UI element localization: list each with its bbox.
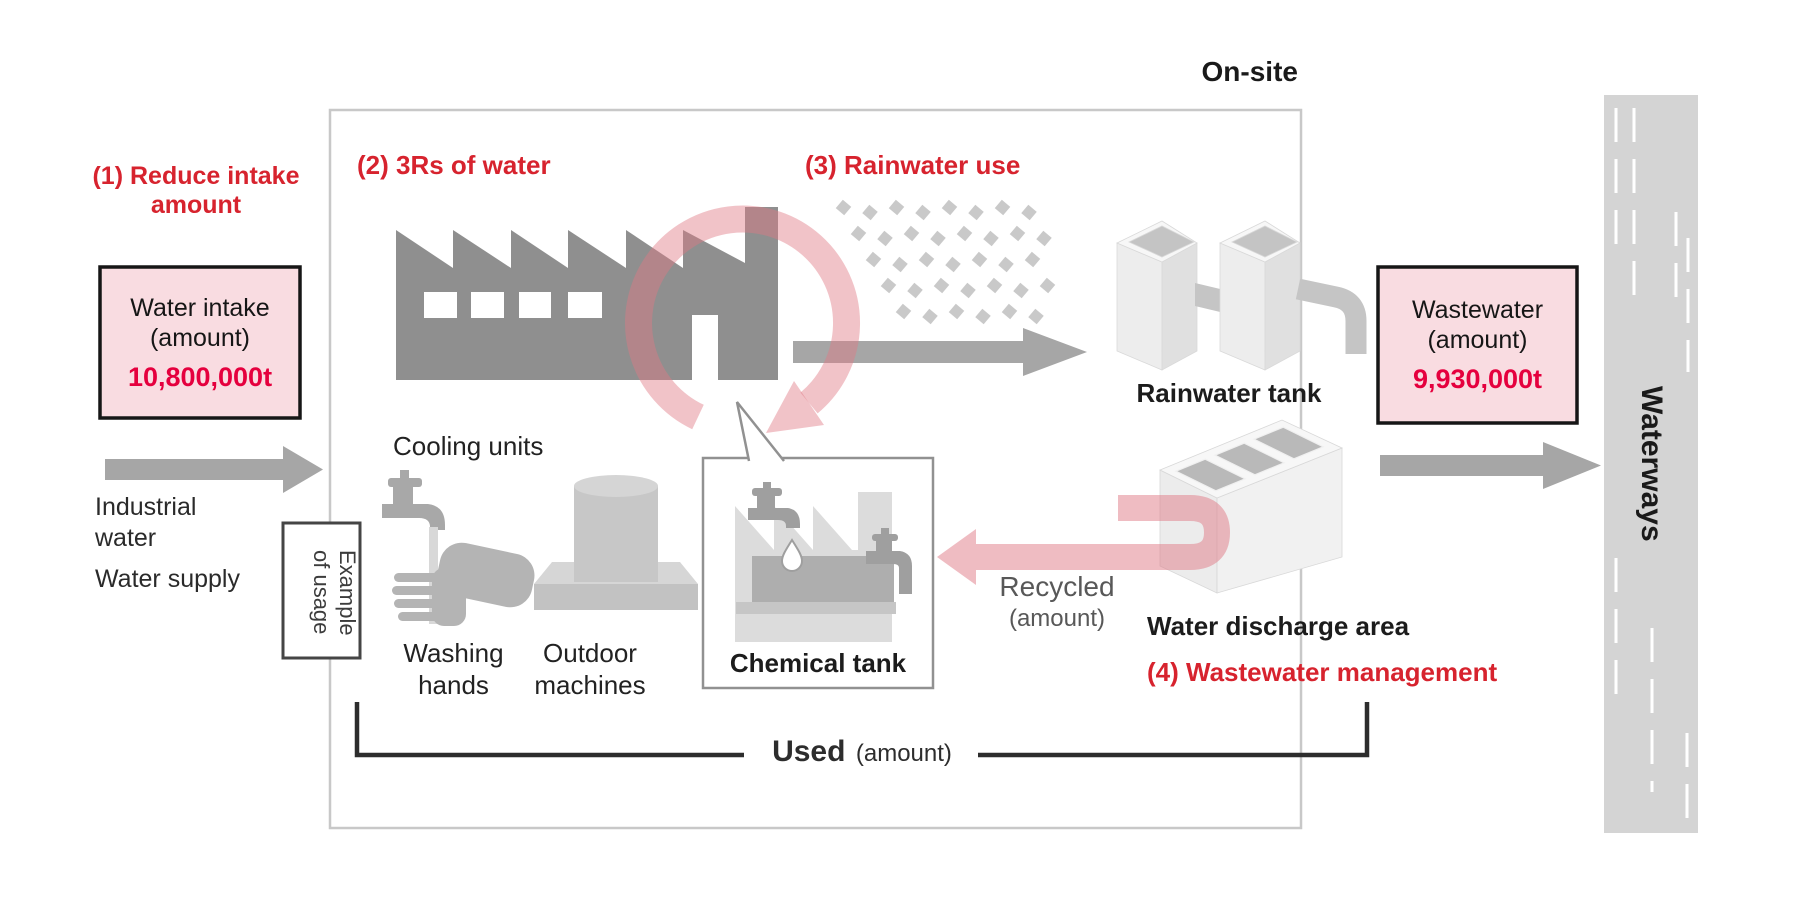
onsite-label: On-site xyxy=(1201,56,1298,87)
factory-windows xyxy=(424,292,602,318)
water-discharge-area-label: Water discharge area xyxy=(1147,611,1410,641)
faucet-icon-right xyxy=(866,528,912,594)
wastewater-box xyxy=(1376,265,1579,425)
waterways-label: Waterways xyxy=(1635,386,1668,542)
water-intake-box-text: Water intake (amount) 10,800,000t xyxy=(100,267,300,418)
chemical-tank-callout xyxy=(701,401,935,690)
intake-title: Water intake xyxy=(130,293,270,322)
chemical-tank-icon xyxy=(735,482,912,642)
wastewater-title: Wastewater xyxy=(1411,296,1544,324)
waterways-band xyxy=(1604,95,1698,833)
example-of-usage-box xyxy=(281,521,362,660)
recycled-line2: (amount) xyxy=(1008,605,1106,632)
recycled-arrow-icon xyxy=(937,495,1231,585)
faucet-icon-washing xyxy=(382,470,445,530)
intake-value: 10,800,000t xyxy=(127,361,273,392)
outdoor-machines-icon xyxy=(534,475,698,610)
intake-qualifier: (amount) xyxy=(149,323,251,352)
outdoor-machines-label: Outdoor machines xyxy=(534,638,646,700)
recycle-ring-icon xyxy=(625,205,861,433)
used-amount-label: Used (amount) xyxy=(746,735,978,769)
rainwater-tank-icon xyxy=(1116,220,1367,371)
faucet-icon xyxy=(748,482,800,528)
step4-label: (4) Wastewater management xyxy=(1147,657,1498,687)
example-line1: Example xyxy=(335,549,360,636)
factory-icon xyxy=(396,207,778,380)
used-label: Used xyxy=(772,735,846,768)
used-qualifier: (amount) xyxy=(855,740,952,767)
rain-icon xyxy=(835,199,1056,325)
water-intake-box xyxy=(98,265,302,420)
recycled-label: Recycled (amount) xyxy=(978,571,1136,633)
step3-label: (3) Rainwater use xyxy=(805,150,1021,180)
wastewater-arrow xyxy=(1380,442,1601,489)
rainwater-tank-label: Rainwater tank xyxy=(1136,378,1322,408)
wastewater-box-text: Wastewater (amount) 9,930,000t xyxy=(1378,267,1577,423)
intake-arrow xyxy=(105,446,323,493)
wastewater-value: 9,930,000t xyxy=(1412,364,1543,394)
recycled-line1: Recycled xyxy=(999,571,1115,602)
water-flow-dashes xyxy=(1614,108,1690,833)
cooling-units-label: Cooling units xyxy=(393,431,544,461)
step2-label: (2) 3Rs of water xyxy=(357,150,551,180)
step1-label: (1) Reduce intake amount xyxy=(92,162,300,219)
used-amount-bracket xyxy=(354,702,1370,758)
washing-hands-label: Washing hands xyxy=(403,638,504,700)
water-supply-label: Water supply xyxy=(95,565,240,593)
wastewater-qualifier: (amount) xyxy=(1427,326,1528,354)
waterways-label-wrap: Waterways xyxy=(1604,95,1698,833)
factory-to-tank-arrow xyxy=(793,328,1087,376)
example-of-usage-text: Example of usage xyxy=(283,523,360,658)
water-drop-icon xyxy=(780,538,804,572)
chemical-tank-label: Chemical tank xyxy=(729,648,907,678)
washing-hands-icon xyxy=(382,470,535,626)
industrial-water-label: Industrial water xyxy=(95,493,197,552)
example-line2: of usage xyxy=(309,550,334,635)
